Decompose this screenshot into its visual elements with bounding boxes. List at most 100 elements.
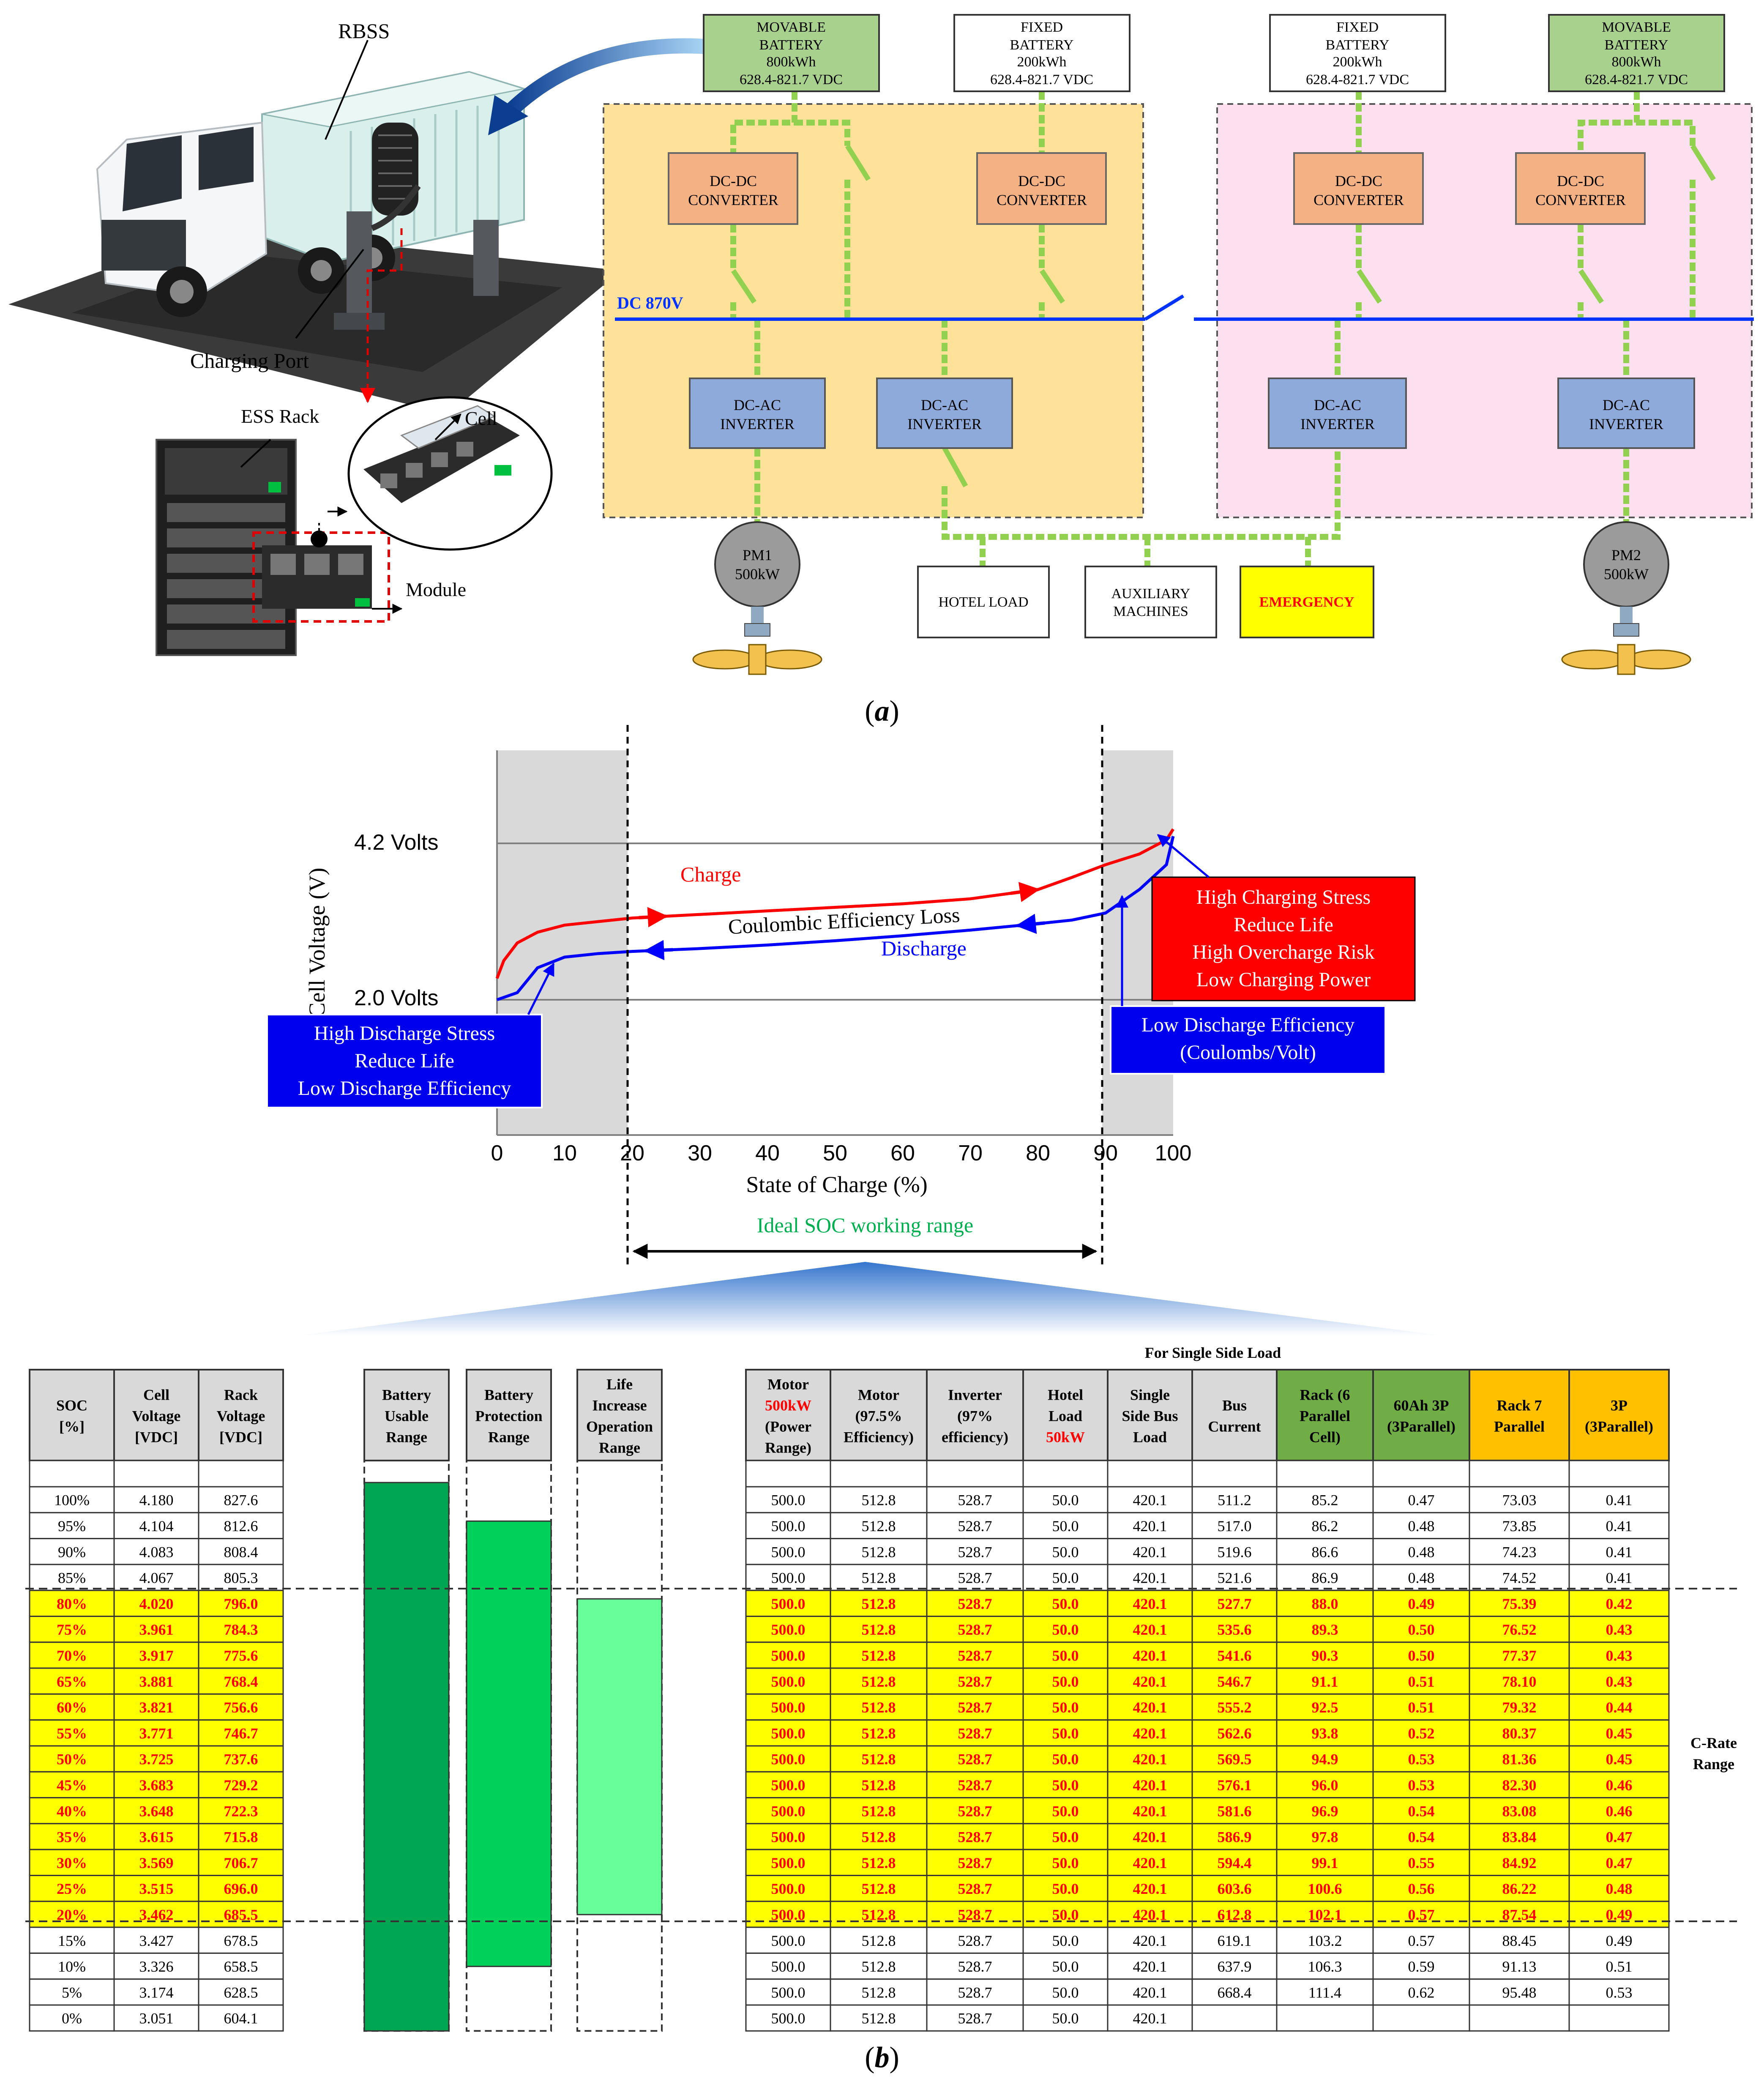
header-text: Range	[488, 1429, 530, 1446]
cell-value: 722.3	[224, 1803, 258, 1819]
cell-value: 0.47	[1606, 1829, 1633, 1846]
table-cell	[29, 1978, 115, 2006]
header-text: Voltage	[217, 1408, 265, 1425]
cell-value: 528.7	[958, 1543, 992, 1560]
cell-value: 420.1	[1133, 1880, 1167, 1897]
cell-value: 0.53	[1606, 1984, 1633, 2001]
cell-value: 0.48	[1408, 1518, 1435, 1535]
cell-value: 50%	[57, 1751, 87, 1768]
svg-text:AUXILIARY: AUXILIARY	[1111, 586, 1191, 602]
cell-label: Cell	[465, 408, 497, 429]
cell-value: 3.725	[139, 1751, 174, 1768]
table-cell	[1372, 1952, 1470, 1980]
table-cell	[1469, 1486, 1570, 1513]
cell-value: 50.0	[1052, 1570, 1079, 1587]
cell-value: 4.104	[139, 1518, 174, 1535]
x-tick-label: 0	[491, 1141, 503, 1165]
header-text: (3Parallel)	[1387, 1418, 1455, 1435]
cell-value: 99.1	[1312, 1855, 1338, 1871]
cell-value: 581.6	[1218, 1803, 1252, 1819]
cell-value: 0.49	[1606, 1906, 1633, 1923]
header-text: efficiency)	[942, 1429, 1008, 1446]
table-cell	[830, 1667, 928, 1695]
cell-value: 420.1	[1133, 1673, 1167, 1690]
cell-value: 3.427	[139, 1932, 174, 1949]
svg-text:FIXED: FIXED	[1336, 19, 1379, 35]
table-cell	[198, 1538, 284, 1565]
header-text: Parallel	[1494, 1418, 1545, 1435]
header-text: SOC	[56, 1397, 87, 1414]
cell-value: 603.6	[1218, 1880, 1252, 1897]
header-text: Load	[1049, 1408, 1082, 1425]
table-cell	[1191, 1538, 1278, 1565]
table-cell	[1191, 1926, 1278, 1954]
table-cell	[29, 1538, 115, 1565]
cell-value: 3.051	[139, 2010, 174, 2027]
svg-text:INVERTER: INVERTER	[907, 416, 982, 432]
direction-arrow	[644, 940, 673, 960]
svg-text:BATTERY: BATTERY	[1010, 37, 1073, 53]
cell-value: 500.0	[771, 1595, 806, 1612]
cell-value: 40%	[57, 1803, 87, 1819]
cell-value: 512.8	[862, 1803, 896, 1819]
header-text: 500kW	[765, 1397, 811, 1414]
cell-value: 775.6	[224, 1647, 258, 1664]
svg-text:628.4-821.7 VDC: 628.4-821.7 VDC	[1585, 72, 1688, 88]
cell-value: 512.8	[862, 1518, 896, 1535]
svg-text:MOVABLE: MOVABLE	[756, 19, 826, 35]
cell-value: 0.57	[1408, 1932, 1435, 1949]
cell-value: 528.7	[958, 1958, 992, 1975]
cell-value: 528.7	[958, 1518, 992, 1535]
table-cell	[1469, 1719, 1570, 1747]
cell-value: 528.7	[958, 1829, 992, 1846]
x-tick-label: 10	[552, 1141, 577, 1165]
cell-value: 0.49	[1606, 1932, 1633, 1949]
header-text: Inverter	[948, 1387, 1002, 1403]
cell-value: 812.6	[224, 1518, 258, 1535]
cell-value: 784.3	[224, 1621, 258, 1638]
cell-value: 500.0	[771, 1699, 806, 1716]
cell-value: 500.0	[771, 1673, 806, 1690]
cell-value: 512.8	[862, 2010, 896, 2027]
dc-dc-converter-1: DC-DC CONVERTER	[668, 152, 798, 225]
dc-ac-inverter-4: DC-AC INVERTER	[1557, 378, 1695, 449]
svg-text:PM2: PM2	[1611, 547, 1641, 564]
cell-value: 420.1	[1133, 1958, 1167, 1975]
table-cell	[29, 1719, 115, 1747]
cell-value: 512.8	[862, 1855, 896, 1871]
cell-value: 0.41	[1606, 1518, 1633, 1535]
table-cell	[113, 1771, 199, 1799]
cell-value: 500.0	[771, 1777, 806, 1794]
x-tick-label: 100	[1155, 1141, 1192, 1165]
soc-voltage-chart: 4.2 Volts 2.0 Volts Cell Voltage (V) Sta…	[266, 725, 1445, 1336]
cell-value: 78.10	[1502, 1673, 1537, 1690]
table-cell	[113, 1564, 199, 1591]
table-cell	[926, 1564, 1024, 1591]
header-text: Battery	[484, 1387, 533, 1403]
cell-value: 628.5	[224, 1984, 258, 2001]
series-line-charge	[495, 828, 1174, 979]
header-cell	[113, 1369, 199, 1461]
table-cell	[1372, 1538, 1470, 1565]
cell-value: 45%	[57, 1777, 87, 1794]
svg-text:MACHINES: MACHINES	[1113, 604, 1188, 619]
cell-value: 512.8	[862, 1829, 896, 1846]
table-cell	[926, 1538, 1024, 1565]
header-text: Bus	[1222, 1397, 1247, 1414]
cell-value: 528.7	[958, 1595, 992, 1612]
cell-value: 678.5	[224, 1932, 258, 1949]
svg-text:High Charging Stress: High Charging Stress	[1196, 886, 1371, 908]
table-cell	[926, 1719, 1024, 1747]
cell-value: 89.3	[1312, 1621, 1338, 1638]
cell-value: 500.0	[771, 1621, 806, 1638]
header-text: 50kW	[1046, 1429, 1085, 1446]
cell-value: 111.4	[1308, 1984, 1341, 2001]
table-cell	[198, 1589, 284, 1617]
table-cell	[1107, 1512, 1193, 1540]
range-bar	[363, 1482, 450, 2032]
range-bar	[466, 1520, 552, 1967]
cell-value: 420.1	[1133, 1725, 1167, 1742]
table-cell	[1022, 1797, 1109, 1825]
svg-text:Low Discharge Efficiency: Low Discharge Efficiency	[1141, 1014, 1355, 1036]
table-cell	[745, 1589, 831, 1617]
